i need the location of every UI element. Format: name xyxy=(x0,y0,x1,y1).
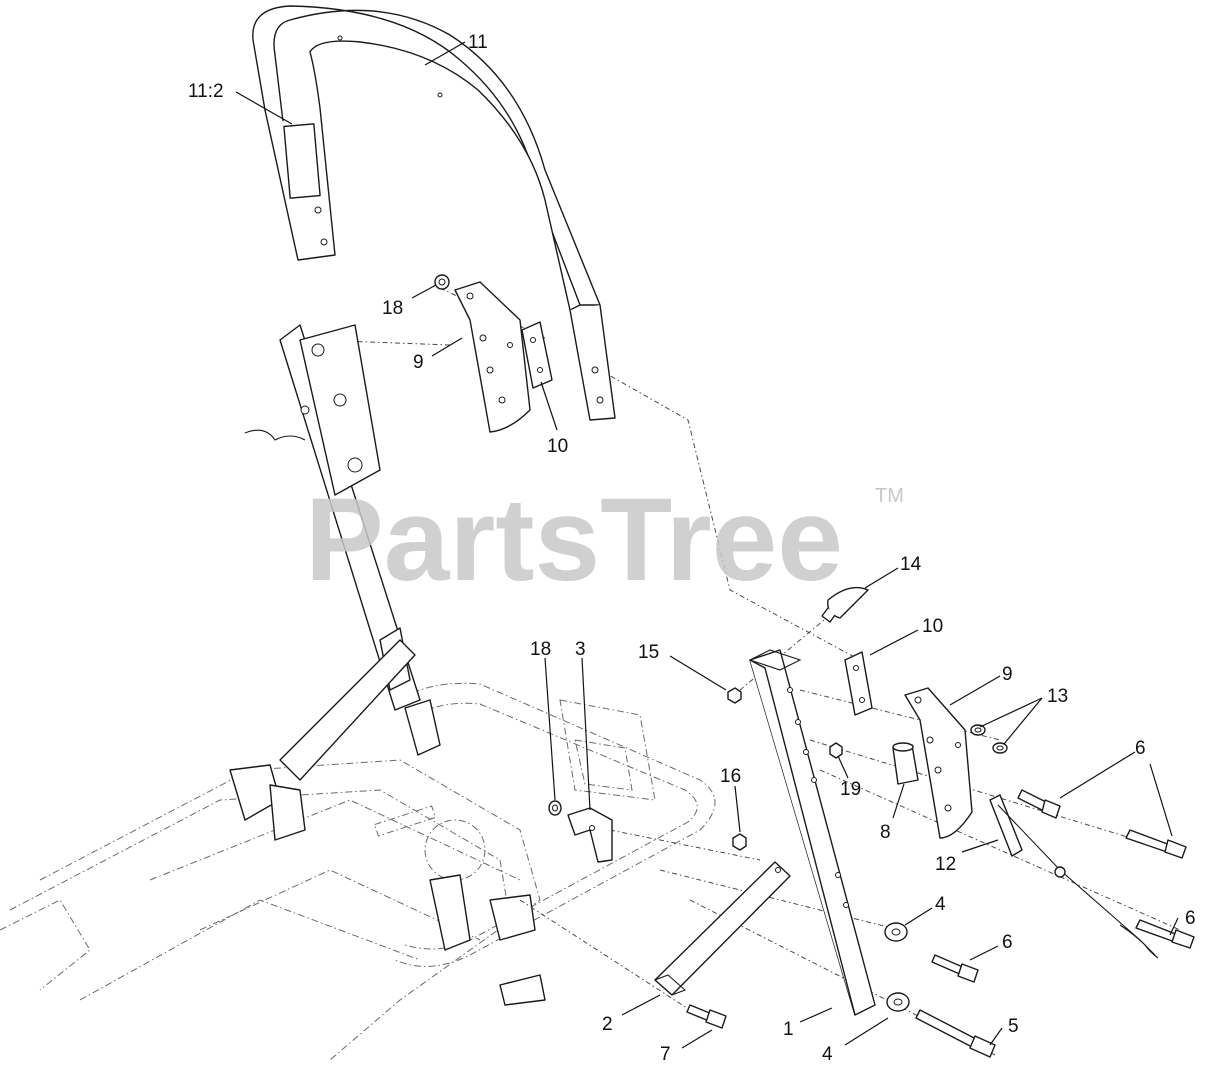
callout-5: 5 xyxy=(1008,1016,1019,1037)
callout-2: 2 xyxy=(602,1014,613,1035)
part-3-bracket xyxy=(567,807,613,863)
callout-7: 7 xyxy=(660,1044,671,1065)
mower-frame xyxy=(0,682,716,1061)
part-9-upper-bracket xyxy=(454,281,531,433)
callout-16: 16 xyxy=(720,766,741,787)
part-13-washers xyxy=(970,724,1008,754)
callout-19: 19 xyxy=(840,779,861,800)
callout-9-lower: 9 xyxy=(1002,664,1013,685)
part-11-rops-hoop xyxy=(252,5,616,421)
callout-6-right: 6 xyxy=(1185,908,1196,929)
part-10-upper-plate xyxy=(521,321,553,389)
part-4-washers xyxy=(884,922,910,1012)
callout-6-lower: 6 xyxy=(1002,932,1013,953)
part-6-bolts xyxy=(931,789,1195,983)
callout-15: 15 xyxy=(638,642,659,663)
callout-4-upper: 4 xyxy=(935,894,946,915)
part-19-nut xyxy=(829,742,843,759)
part-14-bumper xyxy=(821,586,869,623)
callout-8: 8 xyxy=(880,822,891,843)
callout-6-upper: 6 xyxy=(1135,738,1146,759)
part-12-pin-and-lanyard xyxy=(989,794,1159,959)
callout-9-upper: 9 xyxy=(413,352,424,373)
callout-14: 14 xyxy=(900,554,922,575)
callout-1: 1 xyxy=(783,1019,794,1040)
callout-4-lower: 4 xyxy=(822,1044,833,1065)
callout-11: 11 xyxy=(468,32,488,53)
assembly-chains xyxy=(314,287,1181,1056)
part-18-lower-washer xyxy=(548,800,562,816)
callout-18-lower: 18 xyxy=(530,639,551,660)
callout-10-upper: 10 xyxy=(547,436,568,457)
part-8-spacer xyxy=(892,742,919,785)
callout-13: 13 xyxy=(1047,686,1068,707)
part-5-bolt xyxy=(915,1009,996,1058)
callout-11-2: 11:2 xyxy=(188,81,224,102)
part-16-nut xyxy=(732,833,747,851)
callout-10-lower: 10 xyxy=(922,616,943,637)
part-18-upper-washer xyxy=(434,274,450,290)
part-10-lower-plate xyxy=(844,651,873,716)
callout-12: 12 xyxy=(935,854,956,875)
callout-18-upper: 18 xyxy=(382,298,403,319)
callout-leaders xyxy=(235,41,1179,1049)
part-9-lower-bracket xyxy=(904,687,973,839)
watermark-brand: PartsTree xyxy=(305,474,843,606)
callout-numbers: 11 11:2 18 9 10 14 10 15 18 3 9 13 6 16 … xyxy=(188,32,1196,1065)
watermark-trademark: TM xyxy=(875,485,904,507)
partstree-watermark: PartsTree TM xyxy=(305,474,904,606)
part-2-brace xyxy=(653,861,791,996)
callout-3: 3 xyxy=(575,639,586,660)
part-15-nut xyxy=(727,687,742,704)
part-1-right-post xyxy=(748,649,876,1016)
part-7-bolt xyxy=(686,1004,727,1029)
part-rops-left-post xyxy=(244,324,421,781)
